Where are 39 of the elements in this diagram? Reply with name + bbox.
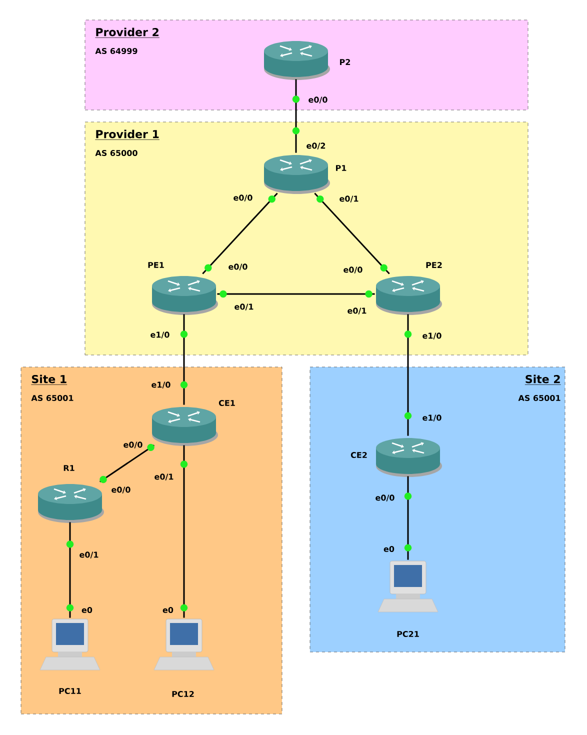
as-number: AS 64999 bbox=[95, 48, 138, 54]
link-line bbox=[407, 476, 409, 560]
link-line bbox=[407, 314, 409, 436]
area-heading: Provider 1 bbox=[95, 130, 160, 140]
device-name: PE1 bbox=[148, 262, 164, 268]
port-label: e0/1 bbox=[348, 308, 366, 314]
link-line bbox=[217, 293, 375, 295]
link-line bbox=[183, 314, 185, 405]
device-name: R1 bbox=[64, 465, 74, 471]
as-number: AS 65001 bbox=[31, 394, 74, 402]
device-name: PC21 bbox=[397, 630, 419, 638]
port-label: e0/1 bbox=[340, 196, 358, 202]
as-number: AS 65001 bbox=[518, 394, 560, 402]
link-line bbox=[202, 192, 278, 274]
link-line bbox=[314, 192, 390, 274]
port-label: e1/0 bbox=[152, 382, 170, 388]
link-line bbox=[99, 444, 155, 482]
port-label: e0/0 bbox=[234, 194, 252, 202]
link-line bbox=[295, 79, 297, 153]
port-label: e0 bbox=[384, 546, 394, 552]
device-name: P1 bbox=[336, 165, 346, 171]
device-name: CE2 bbox=[350, 452, 367, 458]
area-heading: Provider 2 bbox=[95, 28, 160, 38]
device-name: PC11 bbox=[59, 688, 81, 694]
port-label: e0/1 bbox=[80, 552, 98, 558]
device-name: PC12 bbox=[172, 690, 194, 698]
link-line bbox=[183, 445, 185, 618]
link-line bbox=[69, 522, 71, 618]
port-label: e1/0 bbox=[150, 332, 170, 338]
port-label: e0/1 bbox=[234, 304, 254, 310]
as-number: AS 65000 bbox=[95, 150, 138, 156]
device-name: CE1 bbox=[218, 400, 235, 406]
device-name: P2 bbox=[340, 59, 350, 65]
port-label: e0/1 bbox=[154, 474, 174, 480]
port-label: e1/0 bbox=[422, 414, 442, 422]
device-name: PE2 bbox=[426, 262, 442, 268]
area-heading: Site 2 bbox=[524, 374, 561, 385]
area-heading: Site 1 bbox=[31, 374, 68, 385]
port-label: e1/0 bbox=[422, 332, 442, 340]
